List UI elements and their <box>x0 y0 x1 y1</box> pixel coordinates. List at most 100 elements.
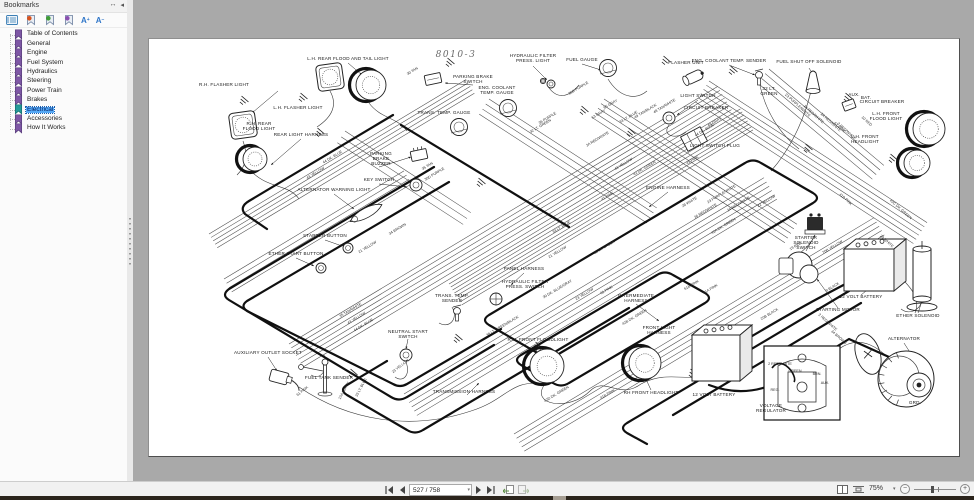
bookmark-green-icon[interactable] <box>43 15 56 26</box>
bookmarks-title: Bookmarks <box>4 2 40 9</box>
svg-text:22 LT. GREEN: 22 LT. GREEN <box>593 239 616 255</box>
knob-component <box>342 242 354 254</box>
svg-text:REG.: REG. <box>770 388 779 392</box>
next-view-button[interactable] <box>517 484 529 495</box>
zoom-in-button[interactable]: + <box>960 484 970 494</box>
options-icon[interactable] <box>5 15 18 26</box>
tree-connector <box>10 100 15 102</box>
sidebar-item-engine[interactable]: Engine <box>0 48 127 59</box>
gauge-component <box>499 99 517 117</box>
panel-resize-grip[interactable] <box>129 218 131 266</box>
svg-text:26 RED/WHITE: 26 RED/WHITE <box>693 203 718 220</box>
zoom-slider-tick <box>938 487 939 492</box>
svg-text:BAT.: BAT. <box>861 95 871 100</box>
svg-text:ENG. COOLANT TEMP. SENDER: ENG. COOLANT TEMP. SENDER <box>692 58 767 63</box>
bookmark-ribbon-icon <box>14 104 23 115</box>
sidebar-item-steering[interactable]: Steering <box>0 76 127 87</box>
bookmarks-header-icons: ↔◂ <box>109 1 124 9</box>
svg-text:KEY SWITCH: KEY SWITCH <box>364 177 395 182</box>
svg-text:ETHER START BUTTON: ETHER START BUTTON <box>268 251 323 256</box>
socket-component <box>268 368 300 391</box>
roundlight-component <box>521 345 565 387</box>
bookmark-purple-icon[interactable] <box>62 15 75 26</box>
svg-text:L.H. FLASHER LIGHT: L.H. FLASHER LIGHT <box>273 105 322 110</box>
knob-component <box>315 262 327 274</box>
fit-width-icon[interactable] <box>836 484 848 495</box>
tree-connector <box>10 34 15 36</box>
tree-connector <box>10 91 15 93</box>
bookmark-ribbon-icon <box>14 86 23 97</box>
svg-text:LIGHT SWITCH PLUG: LIGHT SWITCH PLUG <box>690 143 740 148</box>
tree-connector <box>10 81 15 83</box>
sidebar-item-electrical[interactable]: Electrical <box>0 104 127 115</box>
zoom-slider[interactable] <box>914 486 956 493</box>
zoom-slider-thumb[interactable] <box>931 486 934 493</box>
sidebar-item-how-it-works[interactable]: How It Works <box>0 123 127 134</box>
sidebar-item-power-train[interactable]: Power Train <box>0 86 127 97</box>
tree-connector <box>10 44 15 46</box>
last-page-button[interactable] <box>484 484 496 495</box>
svg-text:FUEL SHUT OFF SOLENOID: FUEL SHUT OFF SOLENOID <box>776 59 842 64</box>
page-input-caret-icon[interactable]: ▾ <box>467 487 470 493</box>
sidebar-item-fuel-system[interactable]: Fuel System <box>0 57 127 68</box>
fit-page-icon[interactable] <box>852 484 864 495</box>
first-page-button[interactable] <box>383 484 395 495</box>
font-decrease-icon[interactable]: A− <box>95 15 105 25</box>
roundlight-component <box>904 109 946 149</box>
status-bar: 527 / 758 ▾ 75% ▾ − + <box>0 481 974 497</box>
sqlight-component <box>315 62 345 92</box>
collapse-panel-icon[interactable]: ◂ <box>120 2 124 9</box>
svg-text:R.H. FRONT FLOODLIGHT: R.H. FRONT FLOODLIGHT <box>507 337 568 342</box>
roundlight-component <box>895 146 931 180</box>
font-increase-icon[interactable]: A+ <box>81 15 90 25</box>
svg-text:34 BROWN: 34 BROWN <box>388 222 407 236</box>
bookmark-red-icon[interactable] <box>24 15 37 26</box>
zoom-dropdown-caret-icon[interactable]: ▾ <box>893 486 896 492</box>
sidebar-item-label: Fuel System <box>27 58 64 66</box>
svg-text:35 TAN: 35 TAN <box>421 161 434 171</box>
svg-text:43 YELLOW: 43 YELLOW <box>306 166 326 180</box>
sender-component <box>452 304 462 322</box>
sidebar-item-label: Hydraulics <box>27 68 58 75</box>
smallbox-component <box>423 72 443 86</box>
svg-text:61A PINK: 61A PINK <box>703 283 719 295</box>
svg-text:2 RED/WHITE: 2 RED/WHITE <box>768 362 792 366</box>
window-bottom-edge <box>0 496 974 500</box>
page-number-input[interactable]: 527 / 758 ▾ <box>409 484 472 496</box>
svg-text:STARTING MOTOR: STARTING MOTOR <box>816 307 860 312</box>
sidebar-item-label: Table of Contents <box>27 30 78 38</box>
sidebar-item-label: Accessories <box>27 114 63 122</box>
sidebar-item-hydraulics[interactable]: Hydraulics <box>0 67 127 78</box>
zoom-level-value[interactable]: 75% <box>869 485 884 492</box>
svg-text:10 RED: 10 RED <box>861 115 874 127</box>
previous-view-button[interactable] <box>502 484 514 495</box>
svg-text:19 RED: 19 RED <box>789 241 802 251</box>
svg-text:32 LT.GREEN: 32 LT.GREEN <box>760 86 777 96</box>
bookmark-ribbon-icon <box>14 123 23 134</box>
buzzer-component <box>409 146 429 162</box>
svg-text:41B PINK: 41B PINK <box>838 192 853 206</box>
svg-text:42A DK. GREEN: 42A DK. GREEN <box>711 217 737 235</box>
previous-page-button[interactable] <box>396 484 408 495</box>
svg-text:61 PINK: 61 PINK <box>296 385 310 397</box>
float-panel-icon[interactable]: ↔ <box>109 1 117 8</box>
zoom-out-button[interactable]: − <box>900 484 910 494</box>
next-page-button[interactable] <box>472 484 484 495</box>
sidebar-item-general[interactable]: General <box>0 39 127 50</box>
sidebar-item-table-of-contents[interactable]: Table of Contents <box>0 29 127 40</box>
ellipseX-component <box>854 333 882 375</box>
svg-text:RH FRONT HEADLIGHT: RH FRONT HEADLIGHT <box>624 390 679 395</box>
knob-component <box>409 178 423 192</box>
sidebar-item-brakes[interactable]: Brakes <box>0 95 127 106</box>
svg-text:2 RED/WHITE: 2 RED/WHITE <box>818 313 839 332</box>
svg-text:36B PURPLE: 36B PURPLE <box>568 80 590 95</box>
svg-text:12 VOLT BATTERY: 12 VOLT BATTERY <box>840 294 883 299</box>
sidebar-item-accessories[interactable]: Accessories <box>0 114 127 125</box>
